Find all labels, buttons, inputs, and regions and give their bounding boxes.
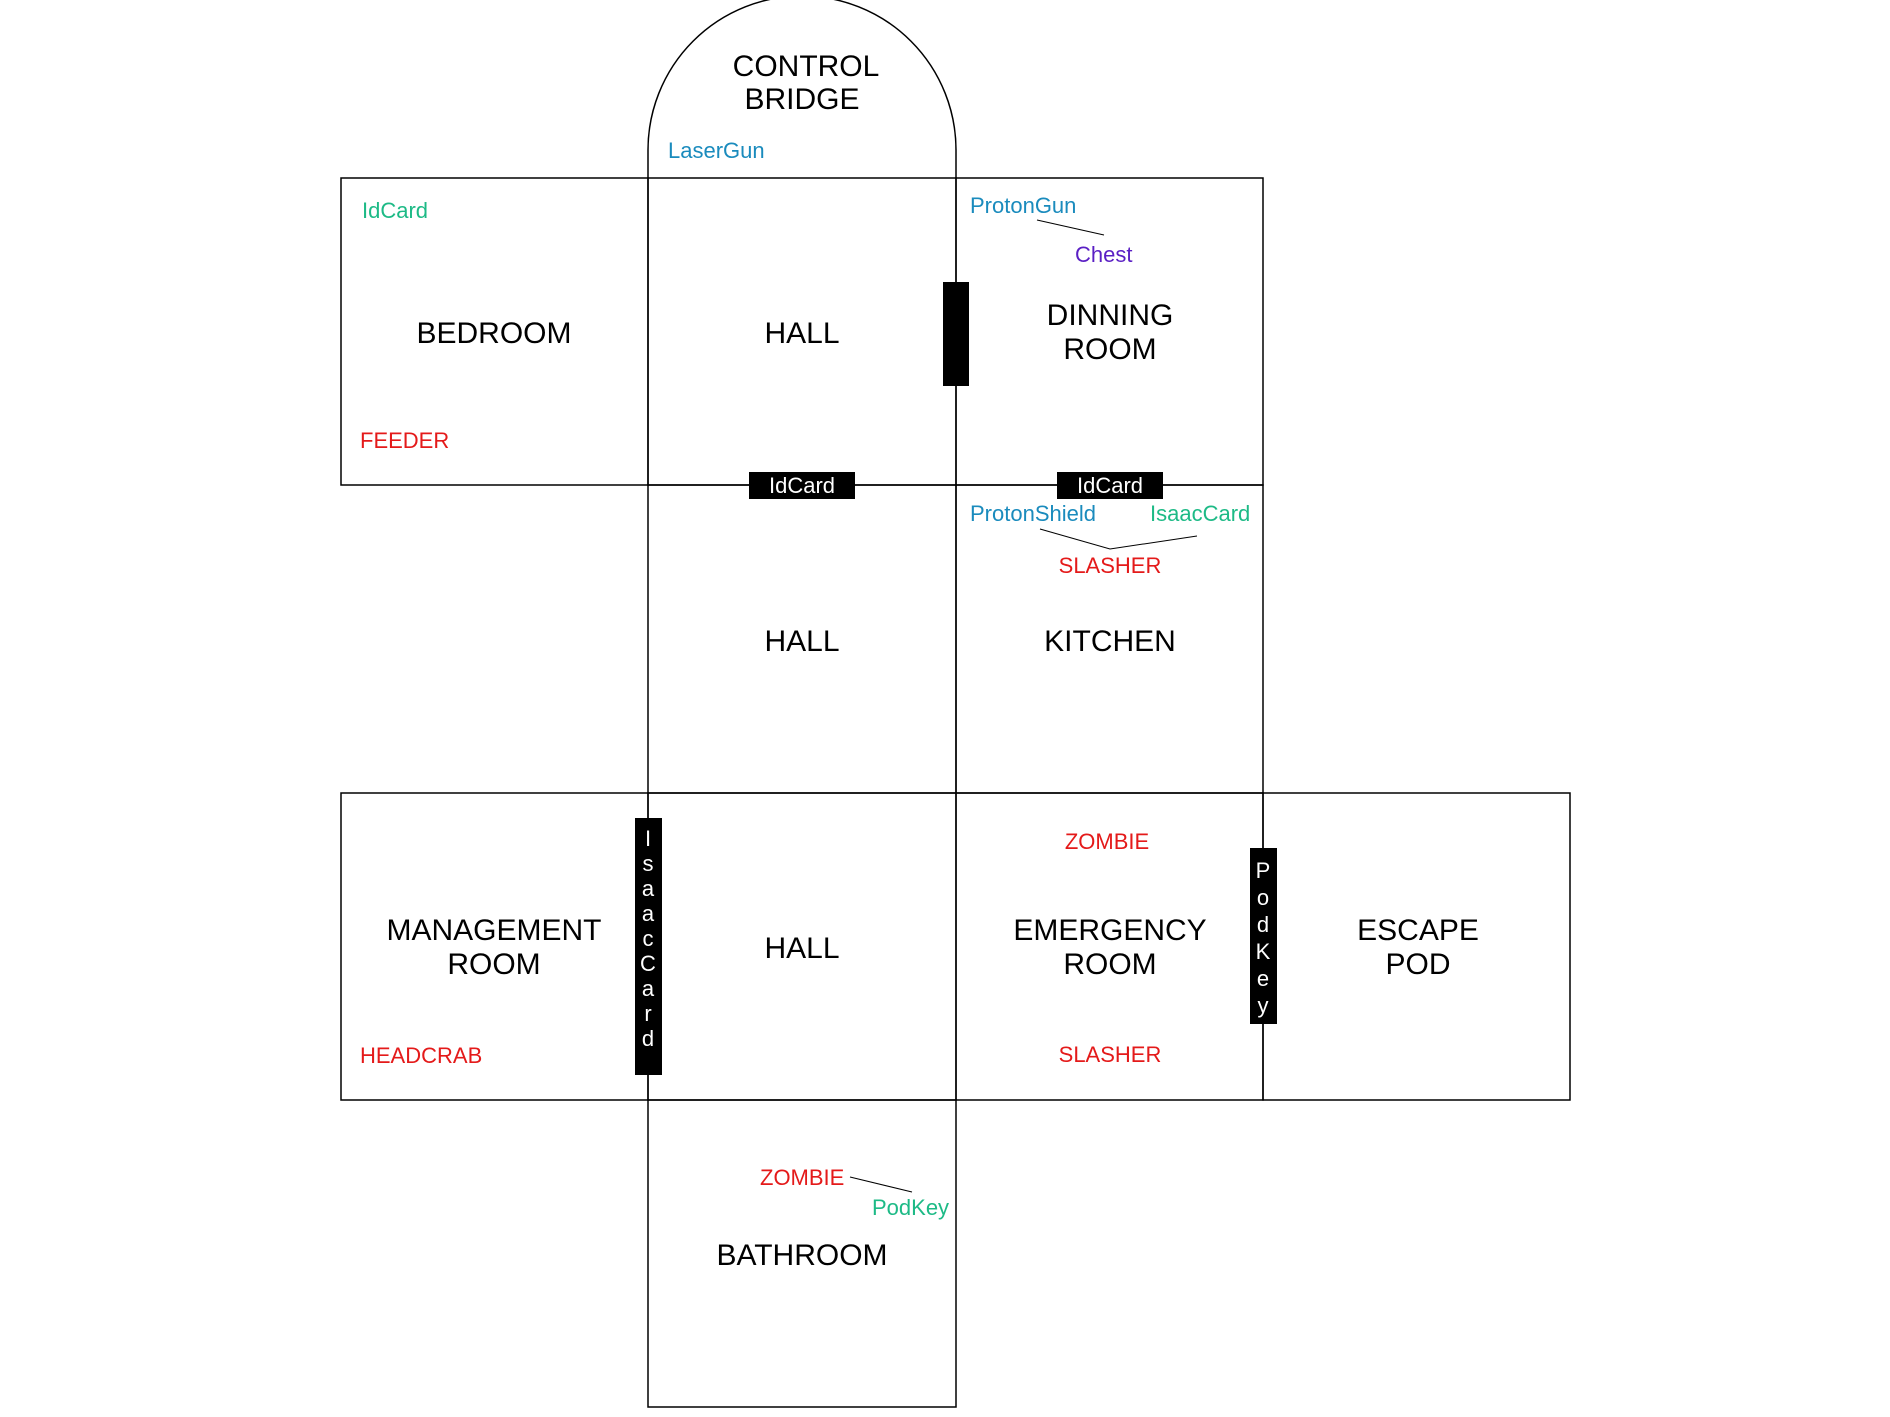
isaaccard-key-label: IsaacCard [1150, 501, 1250, 526]
headcrab-enemy-label: HEADCRAB [360, 1043, 482, 1068]
door-isaaccard-letter: a [642, 876, 655, 901]
room-emergency-room: EMERGENCY ROOM ZOMBIE SLASHER [955, 792, 1264, 1101]
chest-container-label: Chest [1075, 242, 1132, 267]
hall-middle-name: HALL [764, 625, 839, 658]
room-control-bridge: CONTROL BRIDGE LaserGun [647, 0, 957, 178]
lasergun-item-label: LaserGun [668, 138, 765, 163]
door-isaaccard-letter: I [645, 826, 651, 851]
door-podkey-letter: y [1258, 993, 1269, 1018]
bathroom-zombie-enemy-label: ZOMBIE [760, 1165, 844, 1190]
protongun-chest-connector [1036, 219, 1105, 236]
door-podkey-letter: P [1256, 858, 1271, 883]
emergency-room-name-line1: EMERGENCY [1013, 914, 1206, 947]
bedroom-idcard-key-label: IdCard [362, 198, 428, 223]
bedroom-feeder-enemy-label: FEEDER [360, 428, 449, 453]
room-dinning-room: DINNING ROOM ProtonGun Chest [955, 177, 1264, 486]
door-isaaccard-letter: a [642, 901, 655, 926]
escape-pod-name-line2: POD [1385, 948, 1450, 981]
management-room-name-line2: ROOM [447, 948, 540, 981]
management-room-name-line1: MANAGEMENT [386, 914, 601, 947]
room-hall-top: HALL [647, 177, 957, 486]
protongun-item-label: ProtonGun [970, 193, 1076, 218]
control-bridge-name-line2: BRIDGE [744, 83, 859, 116]
door-isaaccard-letter: r [644, 1001, 651, 1026]
bathroom-name: BATHROOM [716, 1239, 887, 1272]
door-idcard-label-left: IdCard [769, 473, 835, 498]
door-isaaccard-letter: c [643, 926, 654, 951]
door-podkey-letter: e [1257, 966, 1269, 991]
door-isaaccard-letter: a [642, 976, 655, 1001]
bathroom-podkey-key-label: PodKey [872, 1195, 949, 1220]
door-dinning-kitchen-idcard: IdCard [1057, 472, 1163, 499]
hall-bottom-name: HALL [764, 932, 839, 965]
door-emergency-pod-podkey: P o d K e y [1250, 848, 1277, 1024]
door-isaaccard-letter: C [640, 951, 656, 976]
door-podkey-letter: o [1257, 885, 1269, 910]
room-hall-middle: HALL [647, 484, 957, 794]
escape-pod-name-line1: ESCAPE [1357, 914, 1479, 947]
room-management-room: MANAGEMENT ROOM HEADCRAB [340, 792, 649, 1101]
emergency-zombie-enemy-label: ZOMBIE [1065, 829, 1149, 854]
door-management-hall-isaaccard: I s a a c C a r d [635, 818, 662, 1075]
door-isaaccard-letter: s [643, 851, 654, 876]
dinning-room-name-line2: ROOM [1063, 333, 1156, 366]
protonshield-item-label: ProtonShield [970, 501, 1096, 526]
door-hall-hall-idcard: IdCard [749, 472, 855, 499]
emergency-slasher-enemy-label: SLASHER [1059, 1042, 1162, 1067]
door-isaaccard-letter: d [642, 1026, 654, 1051]
room-bathroom: BATHROOM ZOMBIE PodKey [647, 1099, 957, 1408]
door-podkey-letter: d [1257, 912, 1269, 937]
room-escape-pod: ESCAPE POD [1262, 792, 1571, 1101]
kitchen-name: KITCHEN [1044, 625, 1176, 658]
bedroom-name: BEDROOM [416, 317, 571, 350]
room-kitchen: KITCHEN ProtonShield IsaacCard SLASHER [955, 484, 1264, 794]
kitchen-slasher-enemy-label: SLASHER [1059, 553, 1162, 578]
zombie-podkey-connector [849, 1176, 913, 1193]
hall-top-name: HALL [764, 317, 839, 350]
kitchen-drop-connector [1039, 528, 1198, 550]
door-podkey-letter: K [1256, 939, 1271, 964]
control-bridge-name-line1: CONTROL [733, 50, 880, 83]
door-idcard-label-right: IdCard [1077, 473, 1143, 498]
emergency-room-name-line2: ROOM [1063, 948, 1156, 981]
door-hall-dinning [943, 282, 969, 386]
room-hall-bottom: HALL [647, 792, 957, 1101]
dinning-room-name-line1: DINNING [1047, 299, 1174, 332]
room-bedroom: BEDROOM IdCard FEEDER [340, 177, 649, 486]
